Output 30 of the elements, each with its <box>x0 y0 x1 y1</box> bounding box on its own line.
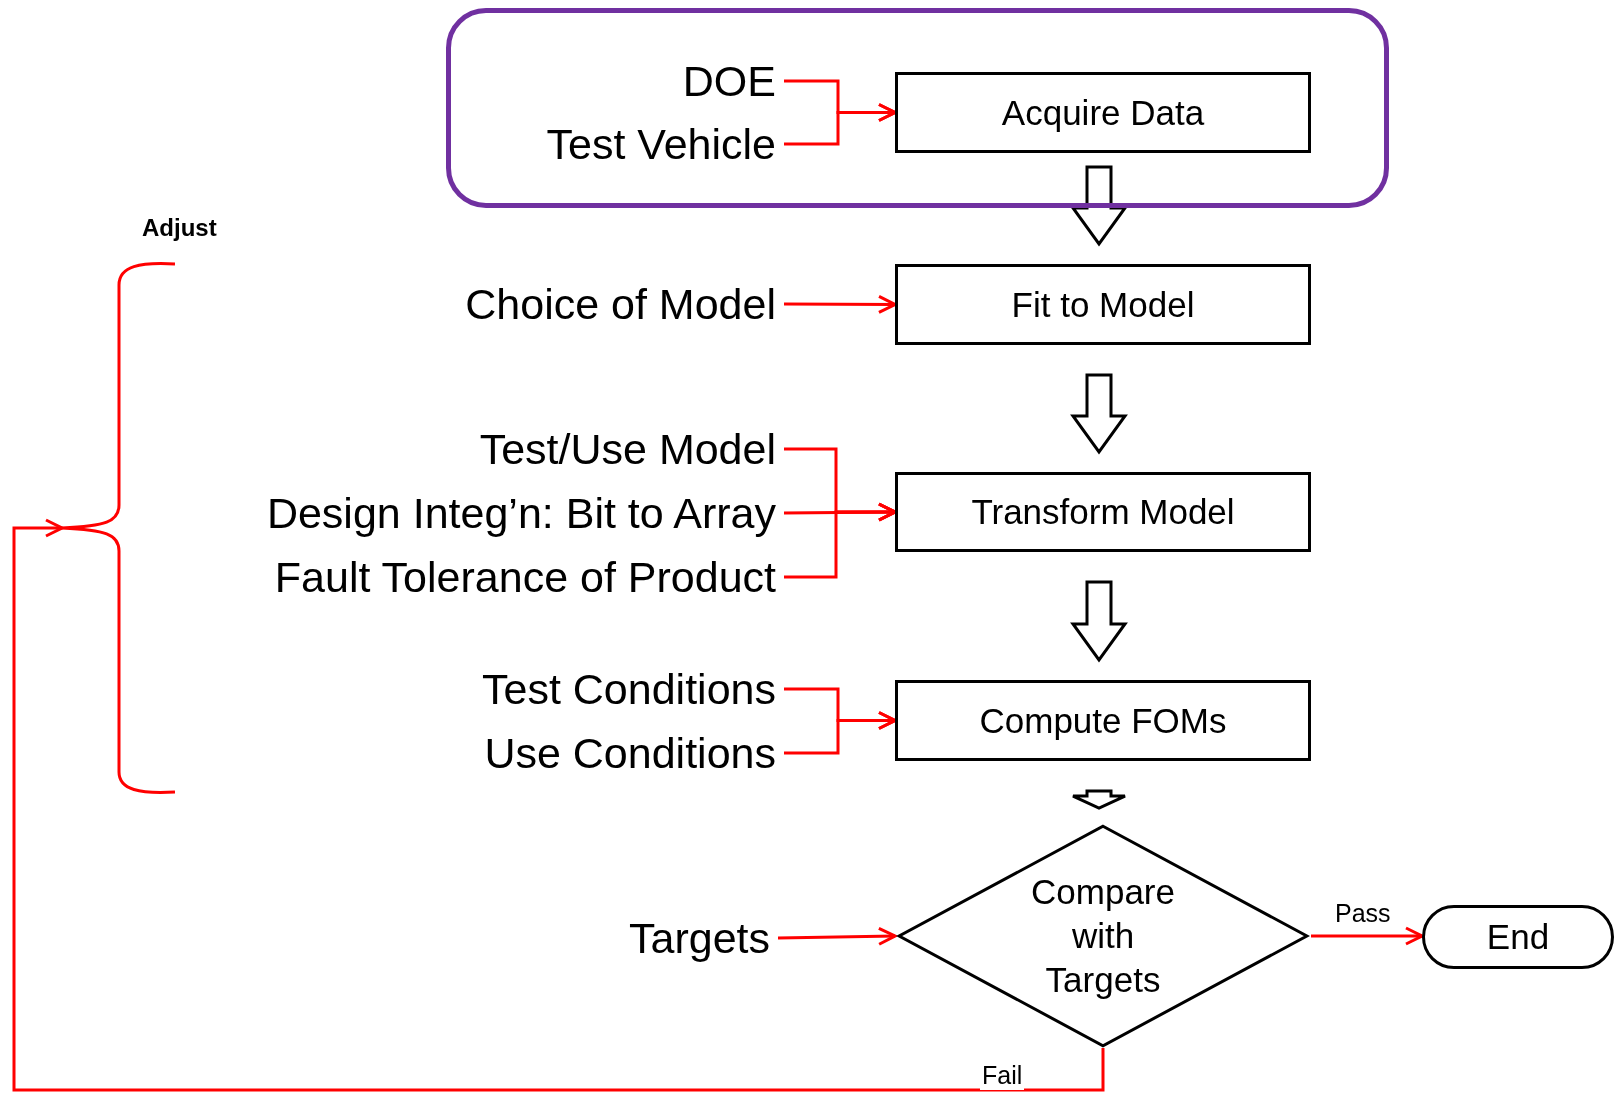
process-box: Compute FOMs <box>895 680 1311 761</box>
decision-diamond: Compare with Targets <box>895 824 1311 1048</box>
input-label: Test Conditions <box>380 663 776 715</box>
arrow <box>777 926 897 946</box>
arrow <box>784 502 897 579</box>
terminal-box: End <box>1422 905 1614 969</box>
arrow <box>12 518 1105 1092</box>
input-label: Test Vehicle <box>480 118 776 170</box>
process-box: Acquire Data <box>895 72 1311 153</box>
arrow <box>784 103 897 146</box>
block-arrow <box>1070 165 1128 247</box>
block-arrow <box>1071 789 1127 810</box>
block-arrow <box>1070 373 1128 455</box>
input-label: DOE <box>560 55 776 107</box>
input-label: Fault Tolerance of Product <box>130 551 776 603</box>
edge-label: Fail <box>980 1062 1025 1090</box>
process-box: Transform Model <box>895 472 1311 552</box>
process-box: Fit to Model <box>895 264 1311 345</box>
input-label: Use Conditions <box>380 727 776 779</box>
arrow <box>784 711 897 755</box>
group-frame <box>446 8 1389 208</box>
input-label: Test/Use Model <box>380 423 776 475</box>
arrow <box>784 294 897 314</box>
note-label: Adjust <box>142 214 217 242</box>
curly-brace <box>62 262 177 794</box>
input-label: Design Integ’n: Bit to Array <box>130 487 776 539</box>
input-label: Choice of Model <box>380 278 776 330</box>
block-arrow <box>1070 580 1128 663</box>
input-label: Targets <box>560 912 770 964</box>
arrow <box>1311 926 1424 946</box>
